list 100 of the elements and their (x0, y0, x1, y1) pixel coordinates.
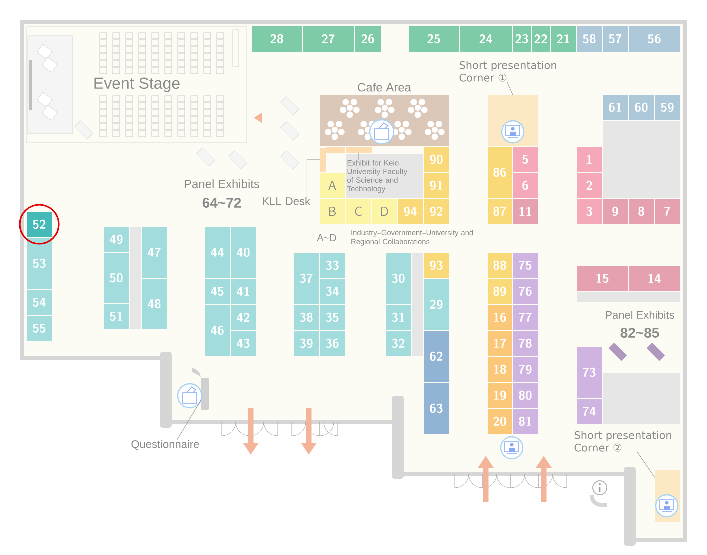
booth: 27 (303, 26, 354, 52)
node-label: 73 (583, 368, 596, 378)
booth: 90 (424, 147, 449, 172)
booth: 31 (386, 305, 411, 330)
node-label: 87 (494, 206, 506, 216)
booth: 3 (577, 199, 602, 224)
booth: 54 (27, 290, 52, 315)
node-label: 1 (587, 155, 592, 164)
node-label: 86 (494, 168, 506, 178)
node-label: 92 (430, 206, 443, 216)
booth: 60 (629, 95, 654, 120)
exhibit-counter (346, 147, 372, 153)
node-label: 63 (430, 404, 443, 414)
booth: 93 (424, 253, 449, 278)
booth: 76 (513, 279, 538, 304)
node-label: 31 (392, 312, 404, 322)
booth: 94 (398, 199, 423, 224)
node-label: 60 (635, 102, 648, 112)
node-label: 7 (664, 207, 670, 216)
node-label: D (381, 207, 388, 216)
label-text: A~D (317, 234, 336, 242)
node-label: 6 (522, 180, 528, 190)
leader-line (358, 152, 360, 160)
node-label: 48 (148, 299, 161, 309)
booth: 16 (488, 305, 512, 330)
node-label: 24 (480, 34, 492, 44)
booth: 57 (603, 26, 628, 52)
node-label: 19 (494, 390, 506, 400)
node-label: 88 (494, 260, 506, 270)
booth: 23 (513, 26, 531, 52)
label-text: 64~72 (202, 198, 242, 208)
booth: 6 (513, 173, 538, 198)
display-area (603, 121, 680, 198)
booth: 9 (603, 199, 628, 224)
booth: 89 (488, 279, 512, 304)
booth: 15 (577, 266, 628, 291)
node-label: 55 (33, 324, 46, 333)
leader-line (306, 160, 320, 198)
booth: 32 (386, 331, 411, 356)
node-label: 9 (612, 206, 618, 216)
booth: 39 (294, 331, 319, 356)
booth: 29 (424, 279, 449, 330)
reception-desk (320, 147, 345, 172)
booth: 75 (513, 253, 538, 278)
booth: 61 (603, 95, 628, 120)
booth: 11 (513, 199, 538, 224)
booth: 74 (577, 399, 602, 424)
node-label: 26 (362, 34, 374, 44)
booth: 48 (142, 279, 167, 329)
booth: A (320, 173, 345, 198)
booth: 63 (424, 383, 449, 434)
corner-label: Short presentation Corner ② (574, 431, 672, 452)
node-label: 23 (516, 34, 528, 44)
booth: 55 (27, 316, 52, 341)
node-label: 80 (519, 390, 532, 400)
leader-line (637, 452, 656, 478)
node-label: 18 (494, 364, 506, 374)
booth: 21 (551, 26, 576, 52)
node-label: 54 (33, 298, 46, 307)
booth: 36 (320, 331, 345, 356)
booth: 25 (409, 26, 459, 52)
node-label: 78 (519, 338, 532, 348)
label-text: Panel Exhibits (606, 310, 674, 320)
booth: 92 (424, 199, 449, 224)
node-label: 16 (494, 312, 506, 322)
node-label: 51 (110, 312, 122, 322)
booth: 18 (488, 357, 512, 382)
booth: 49 (104, 227, 129, 252)
node-label: 30 (392, 274, 405, 284)
node-label: 44 (211, 248, 224, 257)
booth: 45 (205, 279, 230, 304)
booth: 80 (513, 383, 538, 408)
corner-label: Short presentation Corner ① (460, 61, 556, 82)
booth: 34 (320, 279, 345, 304)
booth: 43 (231, 331, 256, 356)
node-label: 32 (392, 338, 405, 348)
node-label: 94 (404, 206, 417, 216)
node-label: 81 (519, 416, 532, 426)
booth: 87 (488, 199, 512, 224)
node-label: 39 (300, 338, 313, 348)
booth: 41 (231, 279, 256, 304)
booth: 81 (513, 409, 538, 434)
booth: 47 (142, 227, 167, 278)
node-label: 5 (522, 155, 528, 164)
node-label: 58 (583, 34, 596, 44)
node-label: 43 (237, 338, 250, 348)
node-label: 50 (110, 273, 123, 283)
node-label: 75 (519, 261, 532, 270)
booth: C (346, 199, 371, 224)
node-label: 79 (519, 364, 532, 374)
booth: 1 (577, 147, 602, 172)
node-label: 47 (148, 248, 161, 257)
node-label: 22 (534, 34, 548, 44)
node-label: Cafe Area (358, 82, 412, 92)
booth: 38 (294, 305, 319, 330)
node-label: 57 (609, 34, 622, 44)
booth: 51 (104, 304, 129, 329)
node-label: 21 (557, 34, 570, 44)
node-label: 20 (494, 416, 506, 426)
node-label: 74 (583, 407, 596, 416)
